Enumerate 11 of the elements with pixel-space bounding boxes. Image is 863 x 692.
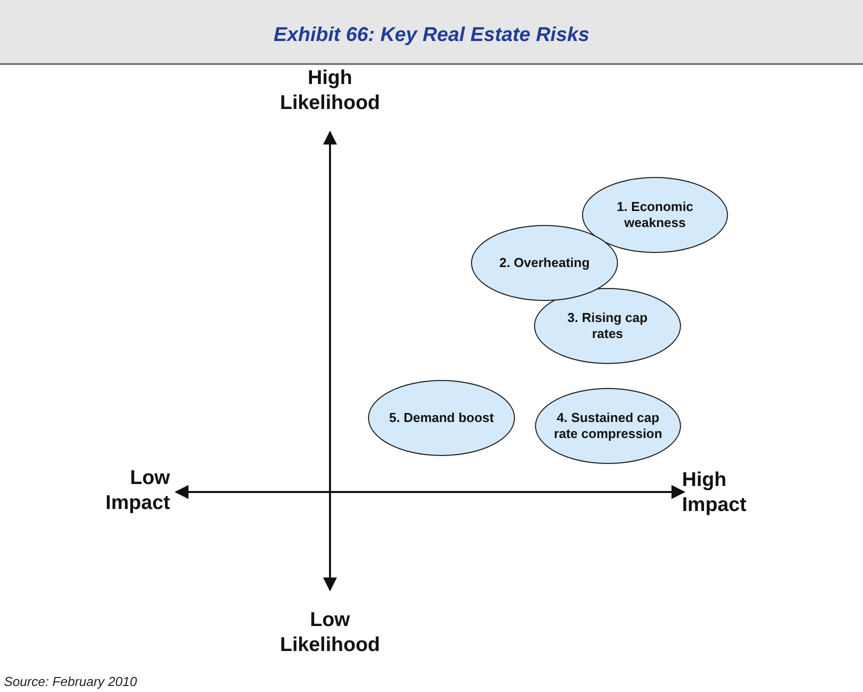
- axis-label: Low Impact: [104, 466, 170, 516]
- axis-label: High Likelihood: [279, 66, 381, 116]
- source-note: Source: February 2010: [4, 674, 137, 689]
- risk-ellipse: 3. Rising cap rates: [534, 288, 681, 364]
- risk-ellipse: 4. Sustained cap rate compression: [535, 388, 681, 464]
- axis-label: Low Likelihood: [279, 608, 381, 658]
- risk-ellipse: 5. Demand boost: [368, 380, 515, 456]
- risk-ellipse: 2. Overheating: [471, 225, 618, 301]
- axis-label: High Impact: [682, 468, 748, 518]
- risk-ellipse: 1. Economic weakness: [582, 177, 728, 253]
- exhibit-title: Exhibit 66: Key Real Estate Risks: [272, 24, 590, 47]
